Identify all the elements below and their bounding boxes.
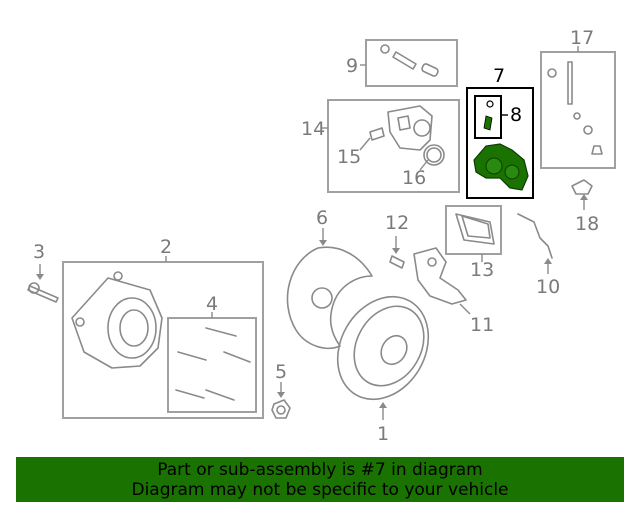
group-box-17 — [540, 51, 616, 169]
banner-line-2: Diagram may not be specific to your vehi… — [131, 480, 509, 500]
callout-11[interactable]: 11 — [470, 314, 494, 336]
notice-banner: Part or sub-assembly is #7 in diagram Di… — [16, 457, 624, 502]
callout-17[interactable]: 17 — [570, 27, 594, 49]
callout-18[interactable]: 18 — [575, 213, 599, 235]
part-3 — [27, 264, 59, 303]
part-11 — [413, 247, 471, 315]
banner-line-1: Part or sub-assembly is #7 in diagram — [157, 460, 483, 480]
callout-15[interactable]: 15 — [337, 146, 361, 168]
group-box-2 — [62, 261, 264, 419]
group-box-9 — [365, 39, 458, 87]
callout-14[interactable]: 14 — [301, 118, 325, 140]
part-5 — [271, 382, 291, 419]
callout-8[interactable]: 8 — [510, 104, 522, 126]
callout-16[interactable]: 16 — [402, 167, 426, 189]
part-1 — [336, 295, 430, 420]
part-12 — [389, 236, 405, 269]
callout-1[interactable]: 1 — [377, 423, 389, 445]
group-box-13 — [445, 205, 502, 255]
group-box-14 — [327, 99, 460, 193]
part-10 — [517, 213, 553, 274]
part-6 — [286, 228, 373, 350]
callout-5[interactable]: 5 — [275, 361, 287, 383]
callout-10[interactable]: 10 — [536, 276, 560, 298]
group-box-4 — [167, 317, 257, 413]
callout-12[interactable]: 12 — [385, 212, 409, 234]
part-18 — [571, 179, 593, 210]
callout-7[interactable]: 7 — [493, 65, 505, 87]
callout-2[interactable]: 2 — [160, 236, 172, 258]
callout-13[interactable]: 13 — [470, 259, 494, 281]
callout-3[interactable]: 3 — [33, 241, 45, 263]
callout-9[interactable]: 9 — [346, 55, 358, 77]
callout-4[interactable]: 4 — [206, 293, 218, 315]
callout-6[interactable]: 6 — [316, 207, 328, 229]
group-box-7 — [466, 87, 534, 199]
